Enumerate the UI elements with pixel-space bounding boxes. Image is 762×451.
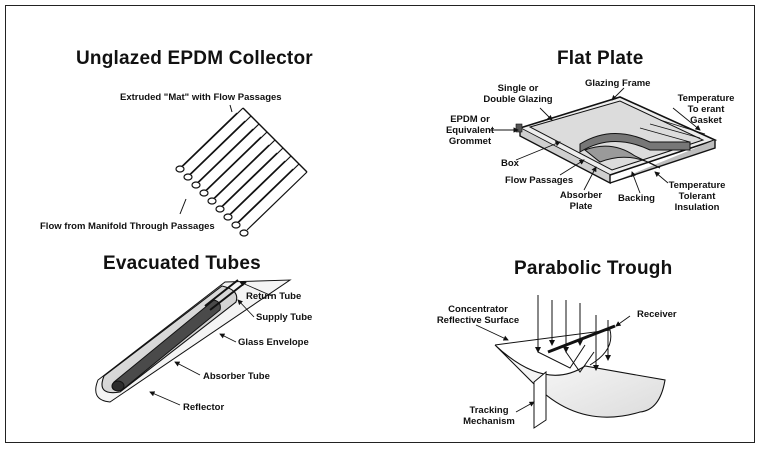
panel-title-flat-plate: Flat Plate [557,48,644,69]
label-insulation: Temperature Tolerant Insulation [660,180,734,213]
label-backing: Backing [618,193,655,204]
label-gasket-line3: Gasket [690,115,722,126]
epdm-mat-drawing [175,104,308,237]
label-absorber-line2: Plate [569,201,593,212]
label-absorber-plate: Absorber Plate [556,190,606,212]
figure-frame [5,5,755,443]
label-concentrator-line2: Reflective Surface [436,315,520,326]
label-grommet-line3: Grommet [448,136,492,147]
label-concentrator-line1: Concentrator [448,304,508,315]
label-flow-from-manifold: Flow from Manifold Through Passages [40,221,215,232]
label-insulation-line3: Insulation [674,202,720,213]
label-glazing-line2: Double Glazing [483,94,553,105]
label-gasket: Temperature To erant Gasket [668,93,744,126]
label-extruded-mat: Extruded "Mat" with Flow Passages [120,92,282,103]
label-gasket-line1: Temperature [677,93,735,104]
label-insulation-line1: Temperature [668,180,726,191]
flat-plate-drawing [490,87,718,194]
panel-title-epdm: Unglazed EPDM Collector [76,48,313,69]
label-box: Box [501,158,519,169]
label-supply-tube: Supply Tube [256,312,313,323]
label-absorber-line1: Absorber [559,190,603,201]
evacuated-tube-drawing [95,279,292,406]
label-concentrator: Concentrator Reflective Surface [428,304,528,326]
label-glazing: Single or Double Glazing [482,83,554,105]
epdm-tube-ends [175,165,249,237]
label-gasket-line2: To erant [687,104,725,115]
epdm-flow-passages [176,107,308,231]
label-return-tube: Return Tube [246,291,302,302]
label-receiver: Receiver [637,309,677,320]
panel-title-parabolic-trough: Parabolic Trough [514,258,673,279]
sun-rays [535,295,611,373]
label-grommet: EPDM or Equivalent Grommet [440,114,500,147]
label-glazing-frame: Glazing Frame [585,78,651,89]
label-reflector: Reflector [183,402,225,413]
label-tracking-line1: Tracking [469,405,509,416]
label-flow-passages: Flow Passages [505,175,574,186]
label-insulation-line2: Tolerant [678,191,716,202]
label-grommet-line2: Equivalent [445,125,495,136]
label-absorber-tube: Absorber Tube [203,371,270,382]
label-tracking-mechanism: Tracking Mechanism [458,405,520,427]
label-tracking-line2: Mechanism [463,416,515,427]
parabolic-trough-drawing [475,295,666,429]
label-glass-envelope: Glass Envelope [238,337,309,348]
label-glazing-line1: Single or [497,83,539,94]
panel-title-evacuated-tubes: Evacuated Tubes [103,253,261,274]
label-grommet-line1: EPDM or [450,114,490,125]
